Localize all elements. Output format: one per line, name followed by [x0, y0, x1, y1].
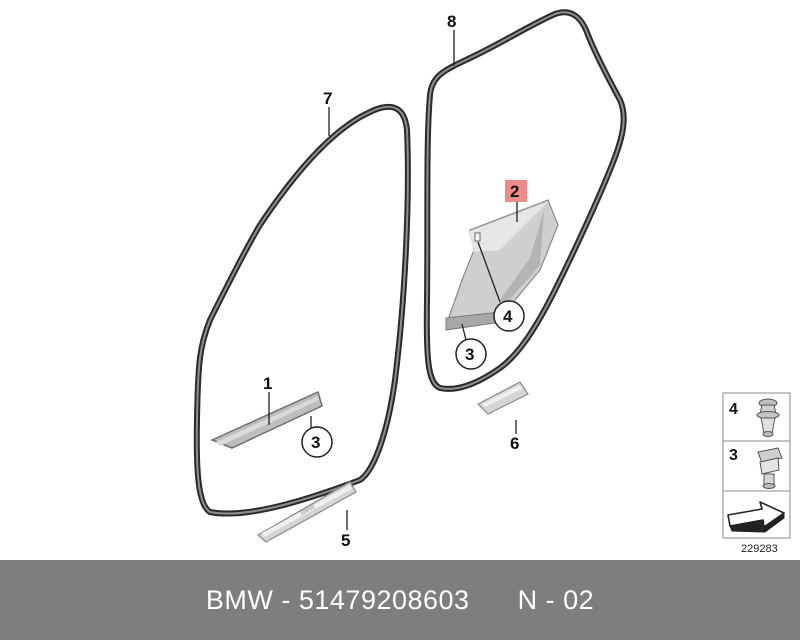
callout-2-highlight: 2 — [505, 180, 527, 202]
diagram-reference-code: 229283 — [741, 543, 778, 555]
arrow-symbol-icon — [727, 501, 785, 533]
part-number: 51479208603 — [298, 584, 470, 615]
brand-name: BMW — [205, 584, 274, 615]
callout-3-rear: 3 — [455, 338, 487, 370]
separator-dash: - — [273, 584, 299, 615]
leader-lines — [268, 30, 518, 530]
front-door-seal — [193, 103, 411, 517]
part-info-banner: BMW - 51479208603 N - 02 — [0, 560, 800, 640]
callout-8: 8 — [447, 12, 456, 31]
rear-door-seal — [423, 9, 627, 392]
callout-4-label: 4 — [503, 307, 513, 326]
rear-entrance-strip — [476, 381, 529, 415]
callout-7: 7 — [323, 89, 332, 108]
front-sill-trim — [210, 390, 323, 449]
callout-6: 6 — [510, 434, 519, 453]
parts-diagram: BMW 8 7 1 5 6 2 3 3 — [193, 9, 791, 555]
callout-3-front: 3 — [301, 426, 333, 458]
callout-5: 5 — [341, 531, 350, 550]
callout-4: 4 — [493, 300, 525, 332]
clip-fastener-icon — [757, 447, 783, 489]
position-code: N - 02 — [517, 584, 595, 615]
callout-3-front-label: 3 — [311, 433, 320, 452]
pillar-cover-trim — [445, 199, 559, 331]
legend-item-3: 3 — [729, 447, 738, 464]
callout-1: 1 — [263, 374, 272, 393]
spacer — [470, 585, 518, 616]
legend-item-4: 4 — [729, 401, 738, 418]
callout-2: 2 — [510, 182, 519, 201]
push-rivet-icon — [756, 398, 780, 437]
fastener-legend: 4 3 — [722, 392, 791, 539]
callout-3-rear-label: 3 — [465, 345, 474, 364]
